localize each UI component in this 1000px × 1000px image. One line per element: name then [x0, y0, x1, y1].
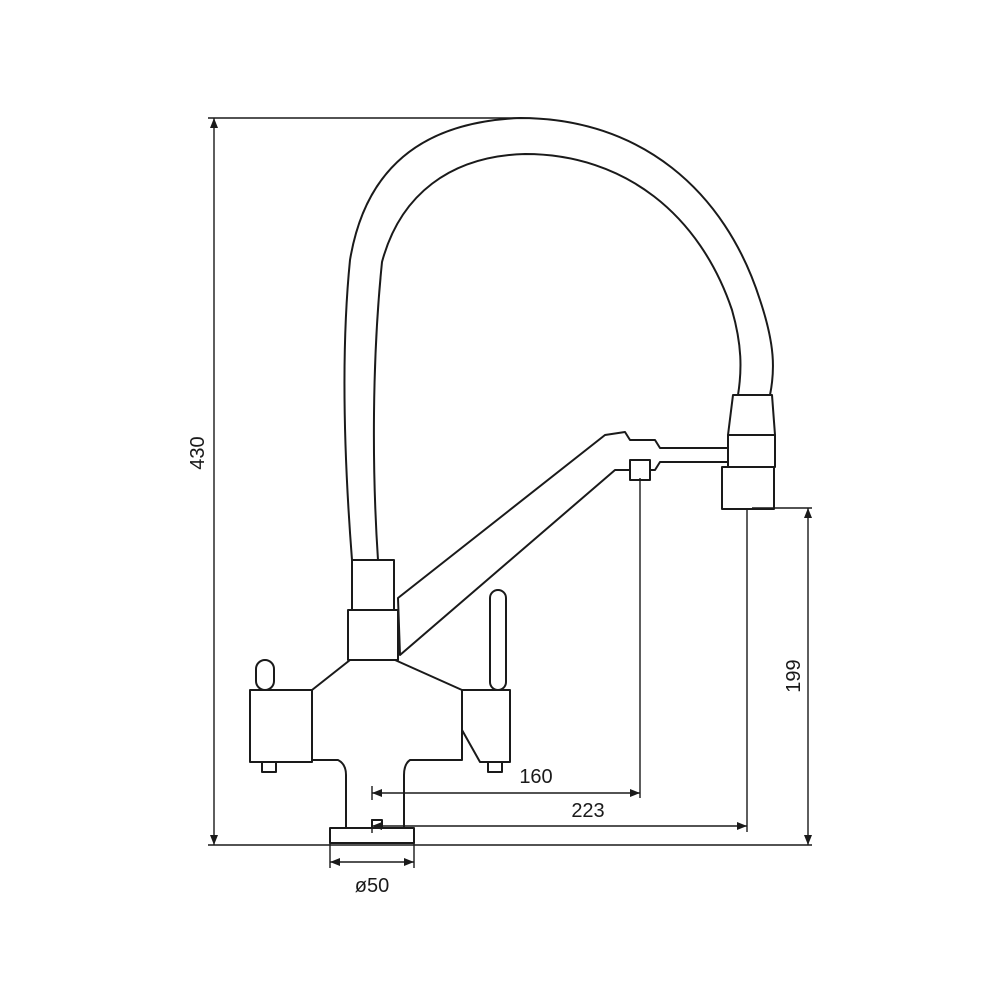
dimension-label-diameter: ø50: [355, 875, 389, 897]
right-handle: [461, 589, 511, 773]
faucet-body: [311, 659, 463, 829]
spout-head: [721, 394, 776, 510]
dimension-label-223: 223: [571, 800, 604, 822]
dimension-label-160: 160: [519, 766, 552, 788]
left-handle: [249, 659, 313, 773]
dimension-base-diameter: ø50: [329, 843, 415, 897]
dimension-label-430: 430: [187, 436, 209, 469]
central-column: [347, 609, 399, 661]
filter-water-arm: [397, 431, 729, 656]
dimension-spout-height: 199: [752, 507, 812, 845]
dimension-reach-223: 223: [371, 508, 748, 833]
hose-lower-sleeve: [351, 559, 395, 611]
dimension-label-199: 199: [783, 659, 805, 692]
dimension-height-total: 430: [187, 117, 812, 846]
dimension-reach-160: 160: [371, 478, 641, 800]
flexible-hose: [343, 117, 774, 561]
